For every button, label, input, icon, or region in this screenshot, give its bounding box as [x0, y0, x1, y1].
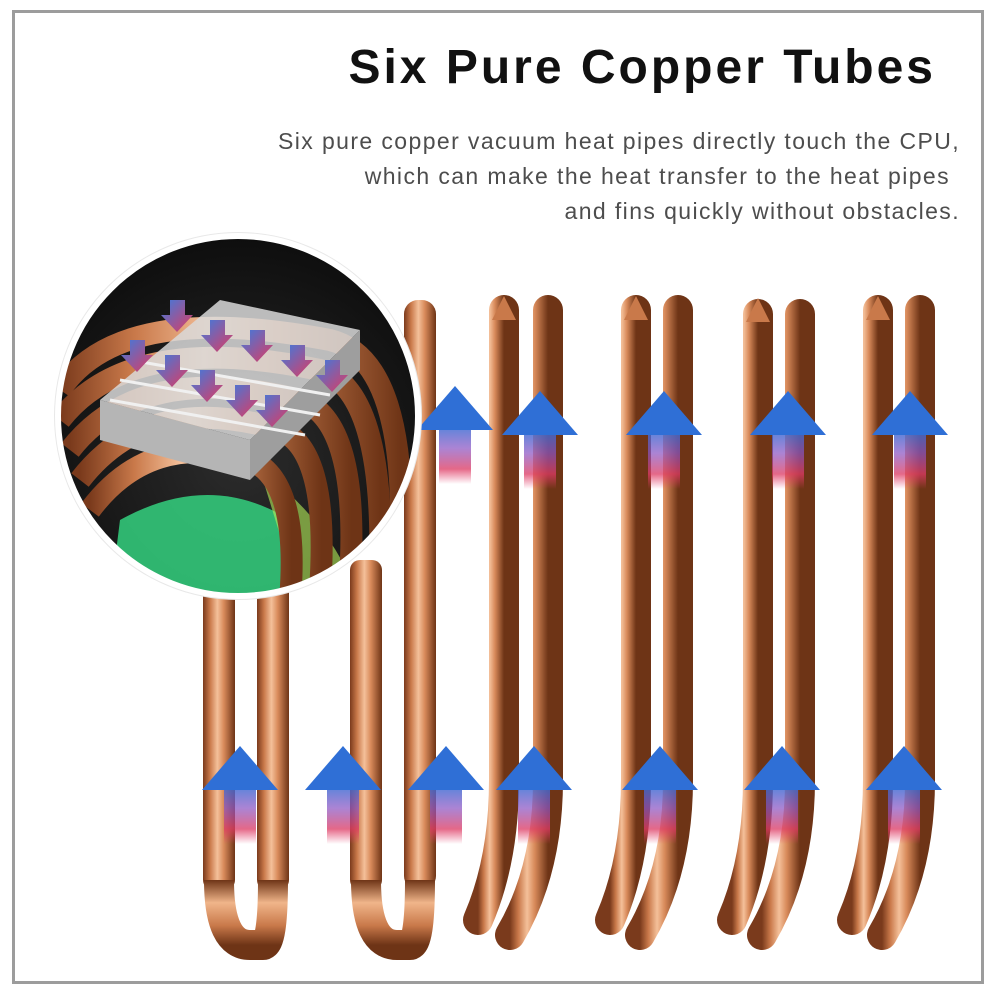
heat-pipe-1	[203, 560, 289, 960]
page-title: Six Pure Copper Tubes	[348, 41, 936, 94]
description-line: Six pure copper vacuum heat pipes direct…	[278, 128, 960, 154]
image-frame	[12, 10, 984, 984]
description: Six pure copper vacuum heat pipes direct…	[140, 124, 960, 229]
cpu-contact-closeup	[54, 232, 422, 600]
description-line: and fins quickly without obstacles.	[564, 198, 960, 224]
description-line: which can make the heat transfer to the …	[364, 163, 950, 189]
